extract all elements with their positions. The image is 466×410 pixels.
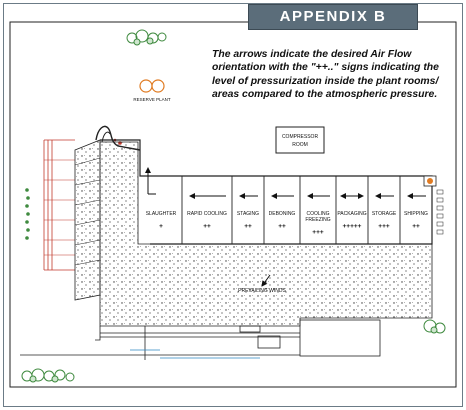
room-pressure-label: ++ xyxy=(203,223,211,230)
compressor-room-label-2: ROOM xyxy=(292,142,308,148)
reserve-plant-label: RESERVE PLANT xyxy=(133,97,170,102)
room-name-label: DEBONING xyxy=(269,211,296,217)
lower-utility-lines xyxy=(20,319,381,360)
left-fence xyxy=(43,139,75,271)
room-name-label: FREEZING xyxy=(305,217,330,223)
room-pressure-label: +++ xyxy=(378,223,390,230)
room-name-label: COOLING xyxy=(306,211,329,217)
room-pressure-label: +++ xyxy=(312,229,324,236)
wind-arrow xyxy=(261,274,271,287)
appendix-title: APPENDIX B xyxy=(248,4,418,30)
room-pressure-label: ++ xyxy=(244,223,252,230)
right-vents xyxy=(436,189,444,235)
room-pressure-label: ++ xyxy=(278,223,286,230)
room-name-label: STORAGE xyxy=(372,211,397,217)
shrub-row-icon xyxy=(25,188,30,240)
prevailing-winds-label: PREVAILING WINDS xyxy=(238,288,286,294)
room-name-label: SLAUGHTER xyxy=(146,211,177,217)
room-name-label: STAGING xyxy=(237,211,259,217)
compressor-room-label-1: COMPRESSOR xyxy=(282,134,319,140)
room-pressure-label: + xyxy=(159,223,163,230)
compressor-room-box xyxy=(275,126,325,154)
room-pressure-label: +++++ xyxy=(343,223,362,230)
rooms-layer: SLAUGHTER + RAPID COOLING ++ STAGING ++ DEBONI… xyxy=(145,167,428,244)
reserve-plant-tanks-icon xyxy=(139,79,165,93)
tree-cluster-right-icon xyxy=(423,319,446,334)
exhaust-fan-icon xyxy=(423,175,437,187)
tree-cluster-bottom-icon xyxy=(21,368,75,383)
room-pressure-label: ++ xyxy=(412,223,420,230)
yard-area xyxy=(99,141,433,327)
airflow-caption: The arrows indicate the desired Air Flow… xyxy=(212,49,439,101)
room-name-label: PACKAGING xyxy=(337,211,366,217)
room-name-label: RAPID COOLING xyxy=(187,211,227,217)
room-name-label: SHIPPING xyxy=(404,211,428,217)
tree-cluster-top-icon xyxy=(126,29,167,46)
